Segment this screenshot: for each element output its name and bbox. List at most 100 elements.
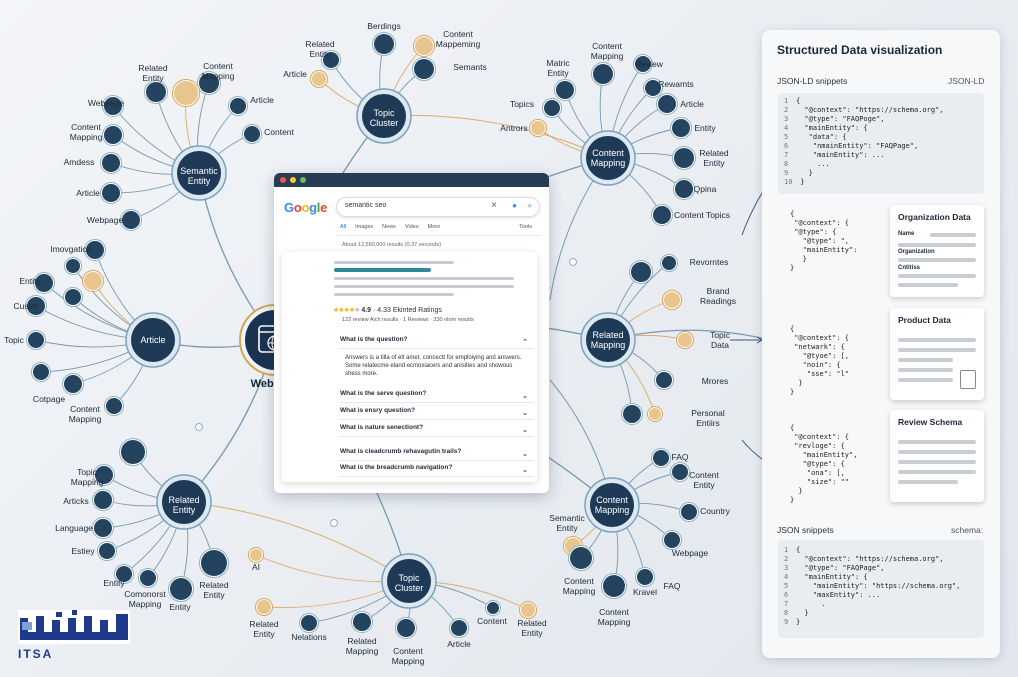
tools-button[interactable]: Tools (519, 224, 532, 230)
search-tabs: All Images News Vides More (340, 224, 440, 230)
maximize-dot[interactable] (300, 177, 306, 183)
node-label: Content Mapping (597, 607, 631, 627)
faq-item[interactable]: What is the breadcrumb navigation?⌄ (340, 464, 534, 477)
minimize-dot[interactable] (290, 177, 296, 183)
line-number: 4 (784, 124, 789, 132)
node-label: Content (264, 127, 294, 137)
entity-node (250, 549, 262, 561)
tab-videos[interactable]: Vides (404, 224, 419, 230)
search-input[interactable]: semantic seo × ● ⌕ (336, 197, 540, 217)
faq-item[interactable]: What is ensry question?⌄ (340, 407, 534, 420)
entity-node (681, 504, 697, 520)
node-label: Related Entity (199, 580, 229, 600)
entity-node (121, 440, 145, 464)
hub-label: Related Mapping (590, 330, 626, 350)
hub-node (362, 94, 406, 138)
tab-all[interactable]: All (340, 224, 347, 230)
line-number: 6 (784, 591, 789, 599)
hub-node (131, 318, 175, 362)
line-number: 3 (784, 564, 789, 572)
tab-more[interactable]: More (427, 224, 441, 230)
search-results-browser: Google semantic seo × ● ⌕ All Images New… (274, 173, 549, 493)
card-line (898, 378, 953, 382)
entity-node (603, 575, 625, 597)
chevron-down-icon: ⌄ (522, 427, 528, 434)
entity-node (623, 405, 641, 423)
entity-node (94, 491, 112, 509)
entity-node (27, 297, 45, 315)
code-text: "maxEntity": ... (796, 591, 881, 599)
entity-node (544, 100, 560, 116)
card-title: Organization Data (898, 212, 971, 222)
clear-icon[interactable]: × (491, 200, 497, 211)
chevron-down-icon: ⌄ (522, 467, 528, 474)
node-label: Mrores (701, 376, 729, 386)
card-row-label: Organization (898, 249, 935, 255)
faq-item[interactable]: What is nature senectiont? ⌄ (340, 424, 534, 437)
entity-node (312, 72, 326, 86)
line-number: 8 (784, 160, 789, 168)
code-line: 5 "mainEntity": "https://schema.org", (784, 582, 980, 591)
faq-question: What is ensry question? (340, 407, 416, 414)
search-query: semantic seo (345, 202, 387, 209)
entity-node (122, 211, 140, 229)
code-line: 8 ... (784, 160, 980, 169)
review-schema-card[interactable]: Review Schema (890, 410, 984, 502)
node-label: Content Mappeming (435, 29, 481, 49)
tab-news[interactable]: News (382, 224, 396, 230)
entity-node (66, 259, 80, 273)
node-label: Related Entity (305, 39, 335, 59)
hub-node (586, 136, 630, 180)
rich-results-meta: 122 review Aich results · 1 Reviews · 33… (342, 317, 474, 323)
code-text: ... (796, 160, 830, 168)
code-text: "@context": "https://schema.org", (796, 106, 944, 114)
organization-data-card[interactable]: Organization Data Name Organization Cnti… (890, 205, 984, 297)
line-number: 5 (784, 582, 789, 590)
node-label: Antrors (500, 123, 528, 133)
node-label: FAQ (663, 581, 681, 591)
faq-item[interactable]: What is the serve question?⌄ (340, 390, 534, 403)
node-label: Personal Entiirs (691, 408, 725, 428)
node-label: Semantic Entity (549, 513, 585, 533)
node-label: Content Mapping (590, 41, 624, 61)
mic-icon[interactable]: ● (512, 201, 517, 210)
faq-question: What is nature senectiont? (340, 424, 424, 431)
logo-letter: e (320, 200, 328, 215)
google-logo[interactable]: Google (284, 200, 327, 215)
entity-node (174, 81, 198, 105)
node-label: Qpina (693, 184, 717, 194)
faq-item[interactable]: What is the question?⌃ (340, 336, 534, 349)
line-number: 3 (784, 115, 789, 123)
entity-node (631, 262, 651, 282)
entity-node (649, 408, 661, 420)
result-line (334, 293, 454, 296)
entity-node (662, 256, 676, 270)
entity-node (146, 82, 166, 102)
entity-node (645, 80, 661, 96)
faq-item[interactable]: What is cleadcrumb rehavagutin trails?⌄ (340, 448, 534, 461)
code-line: 3 "@type": "FAQPoge", (784, 115, 980, 124)
code-line: 1{ (784, 546, 980, 555)
tab-images[interactable]: Images (355, 224, 374, 230)
search-icon[interactable]: ⌕ (527, 201, 532, 210)
hub-node (586, 318, 630, 362)
product-data-card[interactable]: Product Data (890, 308, 984, 400)
node-label: Article (76, 188, 100, 198)
line-number: 4 (784, 573, 789, 581)
entity-node (116, 566, 132, 582)
link-line (383, 114, 609, 159)
node-label: Entity (103, 578, 125, 588)
node-label: Topic (4, 335, 24, 345)
schema-tag: schema: (951, 525, 984, 535)
line-number: 7 (784, 600, 789, 608)
connector-dot (330, 519, 338, 527)
node-label: Article (447, 639, 471, 649)
code-line: 4 "mainEntity": { (784, 573, 980, 582)
jsonld-label: JSON-LD snippets (777, 76, 848, 86)
card-title: Review Schema (898, 417, 963, 427)
entity-node (104, 126, 122, 144)
close-dot[interactable] (280, 177, 286, 183)
code-line: 9 } (784, 169, 980, 178)
product-json-snippet: { "@context": { "netwark": { "@tyoe": [,… (790, 325, 850, 396)
result-link-line[interactable] (334, 268, 431, 272)
